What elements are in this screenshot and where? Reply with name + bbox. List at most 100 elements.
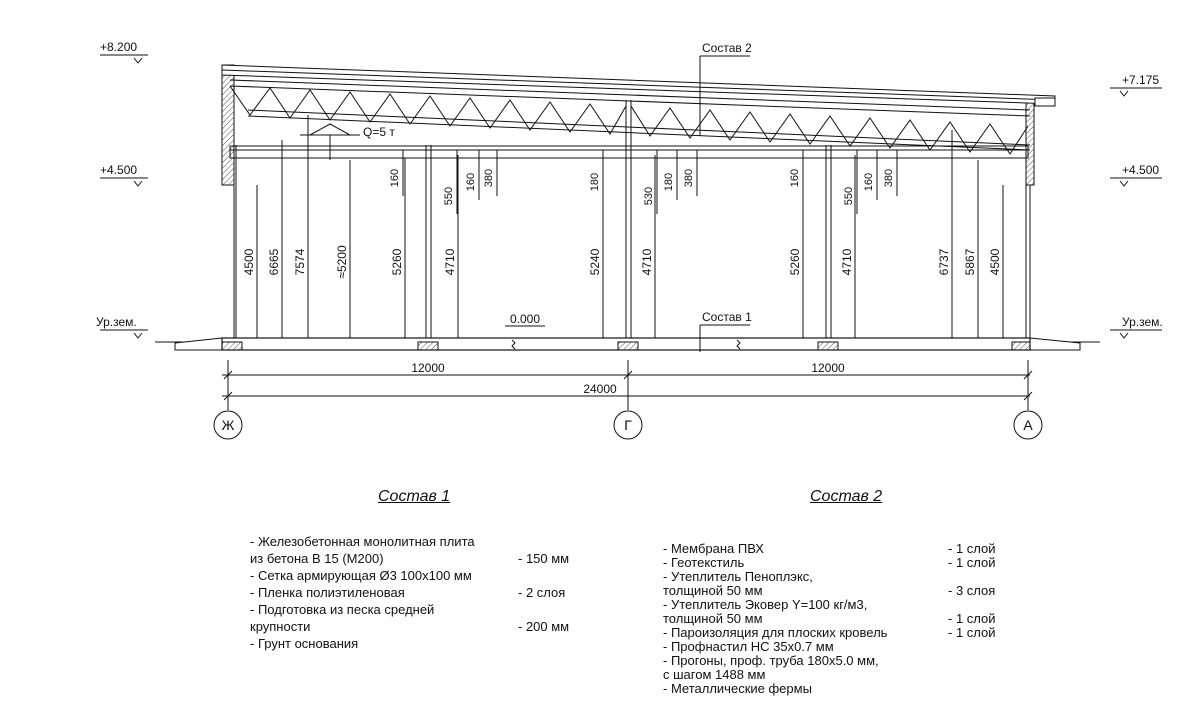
legend-row: - Профнастил НС 35x0.7 мм: [663, 640, 1043, 654]
roof: [221, 64, 1056, 155]
small-dimension-label: 380: [483, 169, 495, 187]
small-dimension-label: 180: [663, 173, 675, 191]
legend-row: - Пароизоляция для плоских кровель - 1 сл…: [663, 626, 1043, 640]
span-left: 12000: [411, 361, 445, 375]
span-right: 12000: [811, 361, 845, 375]
composition2-title: Состав 2: [810, 488, 883, 505]
small-dimension-label: 530: [643, 187, 655, 205]
legend-text: - Пленка полиэтиленовая: [250, 585, 405, 600]
small-dimension-label: 180: [589, 173, 601, 191]
horizontal-dimensions: [222, 360, 1033, 410]
legend-value: - 1 слой: [948, 625, 996, 640]
level-zero: 0.000: [510, 312, 540, 326]
dimension-label: ≈5200: [335, 245, 349, 279]
level-top-right: +7.175: [1122, 73, 1159, 87]
legend-text: толщиной 50 мм: [663, 583, 763, 598]
legend-row: с шагом 1488 мм: [663, 668, 1043, 682]
small-dimension-label: 160: [863, 173, 875, 191]
legend-value: - 200 мм: [518, 619, 570, 634]
legend-row: крупности - 200 мм: [250, 619, 610, 636]
small-dimension-label: 380: [683, 169, 695, 187]
legend-row: - Утеплитель Эковер Y=100 кг/м3,: [663, 598, 1043, 612]
level-top-left: +8.200: [100, 40, 137, 54]
dimension-label: 4710: [640, 248, 654, 275]
legend-row: толщиной 50 мм - 3 слоя: [663, 584, 1043, 598]
dimension-label: 4710: [443, 248, 457, 275]
small-dimensions: 160 550 160 380 180 530 180 380 160 550 160 380: [389, 150, 898, 214]
legend-text: - Подготовка из песка средней: [250, 602, 435, 617]
legend-value: - 1 слой: [948, 541, 996, 556]
level-marks: [100, 54, 1162, 339]
axis-markers: [213, 410, 1043, 440]
walls: [221, 64, 1035, 338]
axis-a: А: [1023, 417, 1033, 433]
legend-row: - Сетка армирующая Ø3 100x100 мм: [250, 568, 610, 585]
legend-text: - Мембрана ПВХ: [663, 541, 764, 556]
section-drawing: +8.200 +4.500 Ур.зем. +7.175 +4.500 Ур.з…: [96, 40, 1163, 440]
legend-row: - Металлические фермы: [663, 682, 1043, 696]
legend-text: - Сетка армирующая Ø3 100x100 мм: [250, 568, 472, 583]
legend-row: - Мембрана ПВХ - 1 слой: [663, 542, 1043, 556]
dimension-label: 6665: [267, 248, 281, 275]
crane-hoist: [300, 123, 360, 160]
dimension-label: 6737: [937, 248, 951, 275]
legend-text: - Утеплитель Пеноплэкс,: [663, 569, 813, 584]
callout-crane: Q=5 т: [363, 125, 395, 139]
legend-text: - Железобетонная монолитная плита: [250, 534, 475, 549]
legend-text: - Профнастил НС 35x0.7 мм: [663, 639, 834, 654]
legend-value: - 1 слой: [948, 611, 996, 626]
legend-row: толщиной 50 мм - 1 слой: [663, 612, 1043, 626]
legend-row: - Пленка полиэтиленовая - 2 слоя: [250, 585, 610, 602]
dimension-label: 4710: [840, 248, 854, 275]
dimension-label: 4500: [988, 248, 1002, 275]
legend-text: с шагом 1488 мм: [663, 667, 766, 682]
composition2-list: - Мембрана ПВХ - 1 слой - Геотекстиль - 1 с…: [663, 542, 1043, 696]
dimension-label: 4500: [242, 248, 256, 275]
axis-g: Г: [624, 417, 632, 433]
small-dimension-label: 550: [843, 187, 855, 205]
ground: [155, 337, 1100, 351]
callout-floor: Состав 1: [702, 310, 752, 324]
small-dimension-label: 160: [789, 169, 801, 187]
legend-row: - Грунт основания: [250, 636, 610, 653]
level-ground-left: Ур.зем.: [96, 315, 137, 329]
legend-text: - Прогоны, проф. труба 180x5.0 мм,: [663, 653, 879, 668]
legend-text: - Геотекстиль: [663, 555, 745, 570]
legend-value: - 1 слой: [948, 555, 996, 570]
legend-value: - 3 слоя: [948, 583, 996, 598]
legend-text: - Пароизоляция для плоских кровель: [663, 625, 888, 640]
dimension-label: 5240: [588, 248, 602, 275]
composition1-title: Состав 1: [378, 488, 451, 505]
dimension-label: 5260: [788, 248, 802, 275]
small-dimension-label: 550: [443, 187, 455, 205]
small-dimension-label: 160: [465, 173, 477, 191]
legend-value: - 150 мм: [518, 551, 570, 566]
dimension-label: 5867: [963, 248, 977, 275]
level-ground-right: Ур.зем.: [1122, 315, 1163, 329]
composition1-list: - Железобетонная монолитная плита из бет…: [250, 534, 610, 653]
legend-text: из бетона В 15 (М200): [250, 551, 384, 566]
legend-value: - 2 слоя: [518, 585, 566, 600]
legend-row: - Утеплитель Пеноплэкс,: [663, 570, 1043, 584]
legend-text: - Утеплитель Эковер Y=100 кг/м3,: [663, 597, 868, 612]
level-mid-left: +4.500: [100, 163, 137, 177]
legend-text: - Грунт основания: [250, 636, 359, 651]
legend-text: крупности: [250, 619, 311, 634]
legend-text: толщиной 50 мм: [663, 611, 763, 626]
legend-row: из бетона В 15 (М200) - 150 мм: [250, 551, 610, 568]
small-dimension-label: 380: [883, 169, 895, 187]
legend-row: - Геотекстиль - 1 слой: [663, 556, 1043, 570]
legend-row: - Подготовка из песка средней: [250, 602, 610, 619]
axis-zh: Ж: [222, 417, 235, 433]
span-total: 24000: [583, 382, 617, 396]
dimension-label: 5260: [390, 248, 404, 275]
small-dimension-label: 160: [389, 169, 401, 187]
columns: [425, 100, 832, 338]
legend-text: - Металлические фермы: [663, 681, 812, 696]
level-mid-right: +4.500: [1122, 163, 1159, 177]
callout-roof: Состав 2: [702, 41, 752, 55]
legend-row: - Прогоны, проф. труба 180x5.0 мм,: [663, 654, 1043, 668]
legend-row: - Железобетонная монолитная плита: [250, 534, 610, 551]
crane-beam: [229, 145, 1029, 159]
